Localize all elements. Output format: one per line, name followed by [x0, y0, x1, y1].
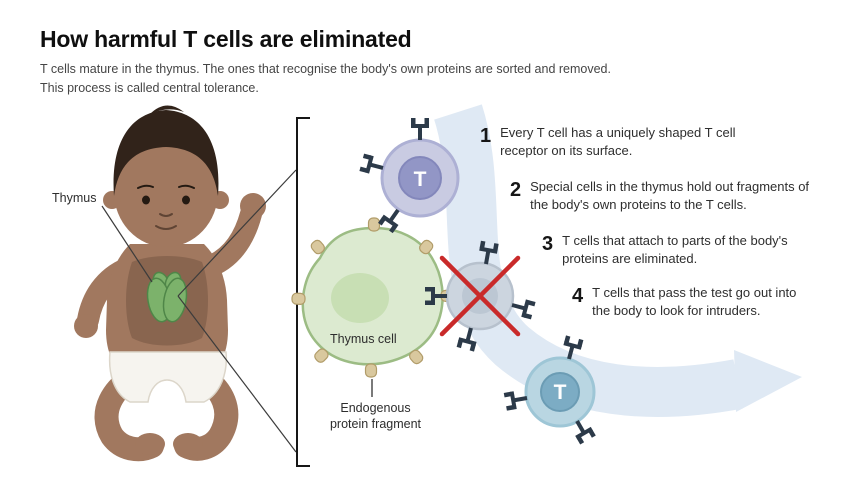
step-1: 1 Every T cell has a uniquely shaped T c…: [480, 124, 767, 160]
page-title: How harmful T cells are eliminated: [40, 26, 412, 52]
baby-right-ear: [211, 191, 229, 209]
page-subtitle: T cells mature in the thymus. The ones t…: [40, 60, 611, 98]
flow-arrow-icon: [433, 104, 802, 417]
step-3-number: 3: [542, 233, 554, 255]
step-4-number: 4: [572, 285, 584, 307]
red-cross-icon: [439, 255, 521, 337]
immature-t-cell: T: [359, 118, 460, 234]
baby-left-eye: [142, 195, 150, 205]
step-2-number: 2: [510, 179, 522, 201]
zoom-line-top: [177, 169, 297, 297]
protein-fragment-icon: [367, 217, 381, 232]
protein-fragment-icon: [291, 292, 306, 306]
step-1-text: Every T cell has a uniquely shaped T cel…: [500, 125, 736, 159]
baby-mouth: [155, 225, 177, 230]
subtitle-line-2: This process is called central tolerance…: [40, 80, 259, 95]
baby-nose: [159, 213, 173, 217]
baby-left-hand: [74, 314, 98, 338]
protein-fragment-icon-labeled: [364, 363, 378, 378]
thymus-label: Thymus: [52, 191, 97, 205]
step-3: 3 T cells that attach to parts of the bo…: [542, 232, 794, 268]
baby-diaper: [108, 351, 228, 403]
step-4-text: T cells that pass the test go out into t…: [592, 285, 797, 319]
baby-right-foot: [173, 433, 203, 455]
baby-hair-tuft: [150, 105, 184, 114]
endogenous-fragment-label-line-1: Endogenous: [340, 401, 411, 415]
t-cell-receptor-icon: [411, 118, 429, 140]
step-1-number: 1: [480, 125, 492, 147]
baby-left-foot: [135, 433, 165, 455]
baby-right-fist: [240, 193, 266, 219]
thymus-organ: [146, 271, 188, 323]
baby-right-eyebrow: [178, 184, 195, 189]
baby-left-ear: [103, 191, 121, 209]
baby-head: [114, 137, 218, 247]
thymus-label-line: [101, 205, 153, 283]
step-3-text: T cells that attach to parts of the body…: [562, 233, 788, 267]
thymus-cell-illustration: [291, 217, 455, 378]
baby-hair: [113, 110, 219, 196]
zoom-line-bottom: [177, 295, 297, 453]
thymus-cell-label: Thymus cell: [330, 332, 397, 346]
step-2-text: Special cells in the thymus hold out fra…: [530, 179, 810, 213]
zoom-bracket: [296, 117, 310, 467]
step-4: 4 T cells that pass the test go out into…: [572, 284, 812, 320]
thymus-cell-nucleus: [331, 273, 389, 323]
t-cell-letter: T: [554, 381, 567, 404]
baby-right-eye: [182, 195, 190, 205]
endogenous-fragment-label: Endogenous protein fragment: [293, 400, 458, 433]
t-cell-letter: T: [414, 168, 427, 191]
step-2: 2 Special cells in the thymus hold out f…: [510, 178, 822, 214]
baby-left-eyebrow: [137, 184, 154, 189]
baby-illustration: [74, 105, 266, 462]
eliminated-t-cell: [425, 240, 536, 352]
subtitle-line-1: T cells mature in the thymus. The ones t…: [40, 62, 611, 76]
mature-t-cell: T: [503, 335, 596, 445]
endogenous-fragment-label-line-2: protein fragment: [329, 417, 422, 432]
